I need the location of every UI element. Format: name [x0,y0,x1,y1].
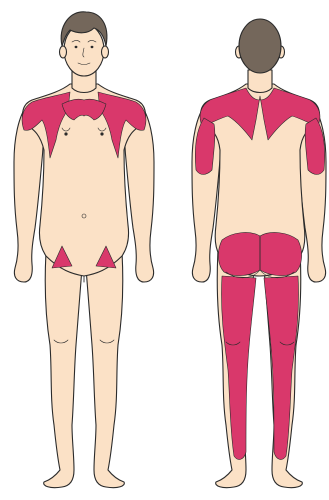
front-view-figure [14,12,154,488]
back-head-hair [239,19,281,73]
front-right-leg [86,252,124,488]
front-left-leg [44,252,82,488]
front-ear-right [102,46,109,58]
back-view-figure [192,19,326,488]
front-ear-left [60,46,67,58]
